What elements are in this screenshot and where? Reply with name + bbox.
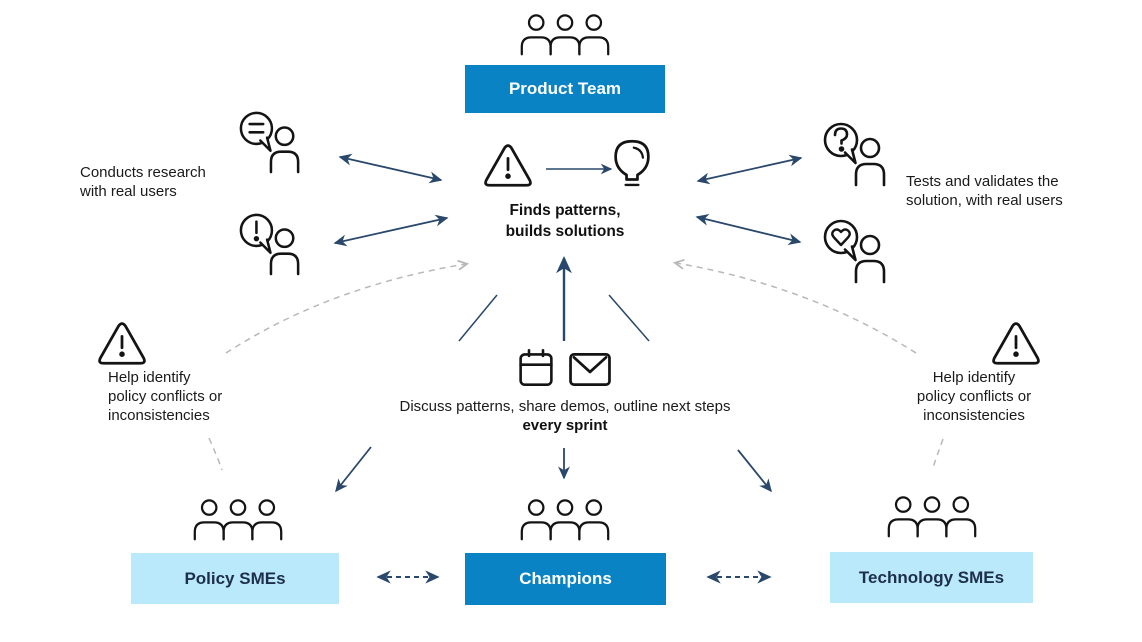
technology-smes-box: Technology SMEs <box>830 552 1033 603</box>
champions-people-group-icon <box>520 499 610 541</box>
chat-heart-person-icon <box>823 219 886 284</box>
calendar-icon <box>519 348 553 387</box>
champions-box: Champions <box>465 553 666 605</box>
technology-people-group-icon <box>887 496 977 538</box>
arrow-research-top <box>338 153 443 184</box>
dashed-policy-help-tail <box>208 437 223 471</box>
arrow-to-policy <box>335 446 372 493</box>
arrow-tests-top <box>696 154 803 185</box>
ray-left <box>458 294 498 342</box>
dashed-technology-help-tail <box>931 438 944 471</box>
chat-lines-person-icon <box>239 111 300 174</box>
champions-label: Champions <box>519 569 612 588</box>
arrow-to-technology <box>737 449 772 493</box>
chat-question-person-icon <box>823 122 886 187</box>
technology-help-caption: Help identify policy conflicts or incons… <box>916 369 1032 424</box>
envelope-icon <box>569 353 611 386</box>
product-team-label: Product Team <box>508 79 622 98</box>
dashed-policy-help-to-center <box>225 264 466 354</box>
warning-icon <box>484 144 532 187</box>
finds-patterns-caption: Finds patterns, builds solutions <box>505 202 625 240</box>
ray-right <box>608 294 650 342</box>
tests-caption: Tests and validates the solution, with r… <box>906 173 1063 209</box>
chat-exclamation-person-icon <box>239 213 300 276</box>
product-team-people-group-icon <box>520 14 610 56</box>
policy-warning-icon <box>98 322 146 365</box>
technology-smes-label: Technology SMEs <box>858 567 1005 587</box>
policy-help-caption: Help identify policy conflicts or incons… <box>108 369 223 424</box>
technology-warning-icon <box>992 322 1040 365</box>
dashed-technology-help-to-center <box>676 263 917 354</box>
sprint-caption-line2: every sprint <box>522 417 608 434</box>
policy-people-group-icon <box>193 499 283 541</box>
policy-smes-label: Policy SMEs <box>184 568 286 588</box>
arrow-tests-bottom <box>695 213 802 246</box>
arrow-research-bottom <box>333 214 449 247</box>
policy-smes-box: Policy SMEs <box>131 553 339 604</box>
lightbulb-icon <box>614 139 650 187</box>
research-caption: Conducts research with real users <box>80 164 206 200</box>
product-team-box: Product Team <box>465 65 665 113</box>
sprint-caption-line1: Discuss patterns, share demos, outline n… <box>399 398 731 415</box>
